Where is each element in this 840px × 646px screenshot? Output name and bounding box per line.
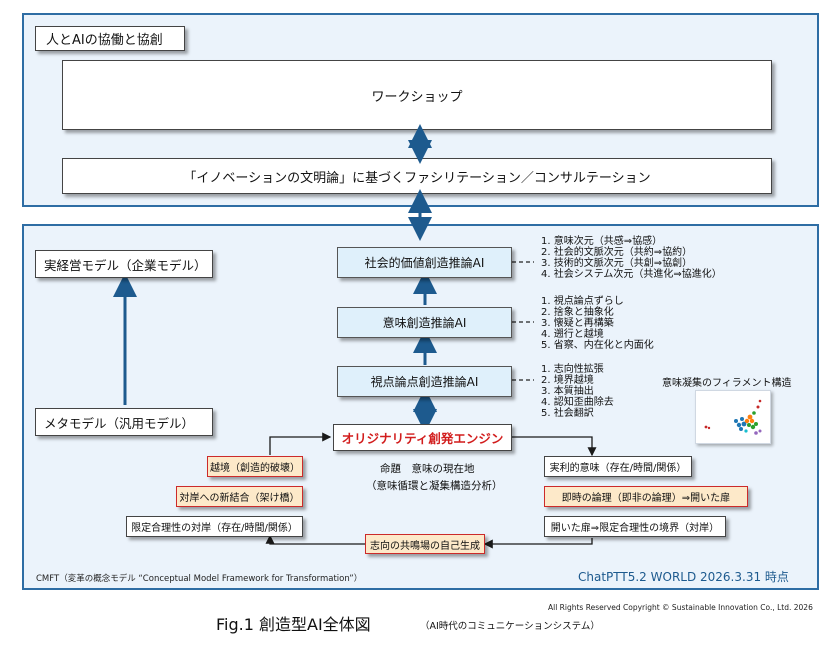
bounded-rationality-box[interactable]: 限定合理性の対岸（存在/時間/関係） bbox=[126, 516, 303, 537]
viewpoint-list: 1. 志向性拡張 2. 境界越境 3. 本質抽出 4. 認知歪曲除去 5. 社会… bbox=[541, 364, 614, 419]
meta-model-label: メタモデル（汎用モデル） bbox=[44, 415, 195, 431]
facilitation-label: 「イノベーションの文明論」に基づくファシリテーション／コンサルテーション bbox=[183, 170, 651, 186]
practical-meaning-label: 実利的意味（存在/時間/関係） bbox=[549, 463, 687, 474]
loop-right-top bbox=[512, 436, 597, 457]
list-item: 4. 社会システム次元（共進化⇒協進化） bbox=[541, 269, 722, 280]
proposition-text: 命題 意味の現在地 bbox=[380, 463, 475, 475]
workshop-box[interactable]: ワークショップ bbox=[62, 60, 772, 130]
social-value-engine-box[interactable]: 社会的価値創造推論AI bbox=[337, 247, 512, 278]
meta-model-box[interactable]: メタモデル（汎用モデル） bbox=[35, 408, 213, 436]
originality-engine-box[interactable]: オリジナリティ創発エンジン bbox=[333, 424, 512, 451]
immediate-logic-label: 即時の論理（即非の論理）⇒開いた扉 bbox=[561, 493, 731, 504]
loop-left-top bbox=[269, 432, 332, 455]
social-value-engine-label: 社会的価値創造推論AI bbox=[364, 256, 485, 270]
resonance-field-box[interactable]: 志向の共鳴場の自己生成 bbox=[365, 534, 485, 554]
real-business-model-box[interactable]: 実経営モデル（企業モデル） bbox=[35, 250, 213, 278]
loop-left-bottom bbox=[265, 534, 365, 545]
filament-image bbox=[695, 390, 771, 444]
list-item: 5. 省察、内在化と内面化 bbox=[541, 340, 654, 351]
list-item: 1. 志向性拡張 bbox=[541, 364, 604, 375]
viewpoint-engine-box[interactable]: 視点論点創造推論AI bbox=[337, 366, 512, 397]
boundary-crossing-label: 越境（創造的破壊） bbox=[210, 463, 300, 474]
collaboration-title: 人とAIの協働と協創 bbox=[46, 33, 163, 48]
collaboration-title-box: 人とAIの協働と協創 bbox=[35, 26, 185, 51]
viewpoint-engine-label: 視点論点創造推論AI bbox=[370, 375, 479, 389]
list-item: 2. 捨象と抽象化 bbox=[541, 307, 614, 318]
list-item: 1. 視点論点ずらし bbox=[541, 296, 624, 307]
list-item: 2. 境界越境 bbox=[541, 375, 594, 386]
bounded-rationality-label: 限定合理性の対岸（存在/時間/関係） bbox=[131, 523, 298, 534]
filament-title: 意味凝集のフィラメント構造 bbox=[662, 378, 792, 389]
loop-right-bottom bbox=[483, 538, 593, 549]
list-item: 3. 懐疑と再構築 bbox=[541, 318, 614, 329]
workshop-label: ワークショップ bbox=[371, 89, 463, 105]
resonance-field-label: 志向の共鳴場の自己生成 bbox=[370, 540, 480, 552]
list-item: 4. 遡行と越境 bbox=[541, 329, 604, 340]
figure-title: Fig.1 創造型AI全体図 bbox=[216, 615, 371, 634]
social-value-list: 1. 意味次元（共感⇒協感） 2. 社会的文脈次元（共約⇒協約） 3. 技術的文… bbox=[541, 236, 722, 280]
list-item: 2. 社会的文脈次元（共約⇒協約） bbox=[541, 247, 693, 258]
meaning-engine-label: 意味創造推論AI bbox=[382, 316, 467, 330]
version-caption: ChatPTT5.2 WORLD 2026.3.31 時点 bbox=[578, 570, 789, 584]
immediate-logic-box[interactable]: 即時の論理（即非の論理）⇒開いた扉 bbox=[544, 486, 748, 507]
list-item: 3. 技術的文脈次元（共創⇒協創） bbox=[541, 258, 693, 269]
figure-subtitle: （AI時代のコミュニケーションシステム） bbox=[420, 621, 600, 632]
list-item: 1. 意味次元（共感⇒協感） bbox=[541, 236, 663, 247]
list-item: 4. 認知歪曲除去 bbox=[541, 397, 614, 408]
analysis-text: （意味循環と凝集構造分析） bbox=[366, 480, 503, 492]
list-item: 3. 本質抽出 bbox=[541, 386, 594, 397]
meaning-list: 1. 視点論点ずらし 2. 捨象と抽象化 3. 懐疑と再構築 4. 遡行と越境 … bbox=[541, 296, 654, 351]
practical-meaning-box[interactable]: 実利的意味（存在/時間/関係） bbox=[544, 456, 692, 477]
meaning-engine-box[interactable]: 意味創造推論AI bbox=[337, 307, 512, 338]
boundary-crossing-box[interactable]: 越境（創造的破壊） bbox=[207, 456, 303, 477]
filament-scatter-graphic bbox=[704, 399, 762, 435]
new-combination-box[interactable]: 対岸への新結合（架け橋） bbox=[176, 486, 303, 507]
originality-engine-label: オリジナリティ創発エンジン bbox=[341, 431, 504, 446]
open-door-label: 開いた扉⇒限定合理性の境界（対岸） bbox=[550, 523, 720, 534]
list-item: 5. 社会翻訳 bbox=[541, 408, 594, 419]
cmft-caption: CMFT（変革の概念モデル “Conceptual Model Framewor… bbox=[36, 574, 363, 584]
open-door-box[interactable]: 開いた扉⇒限定合理性の境界（対岸） bbox=[544, 516, 726, 537]
copyright-text: All Rights Reserved Copyright © Sustaina… bbox=[548, 603, 813, 612]
new-combination-label: 対岸への新結合（架け橋） bbox=[179, 493, 300, 504]
real-business-model-label: 実経営モデル（企業モデル） bbox=[44, 257, 207, 273]
